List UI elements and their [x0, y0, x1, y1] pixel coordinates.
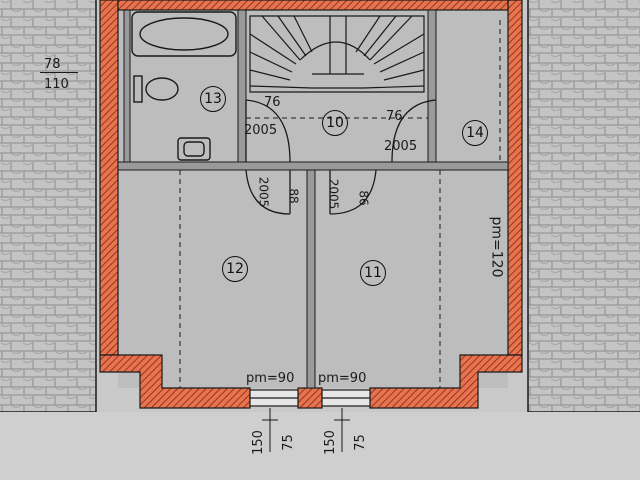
outside-height-label: 110	[44, 77, 69, 92]
roof-left	[0, 0, 96, 412]
dim-right-75: 75	[352, 434, 368, 451]
window-icon	[249, 389, 371, 407]
room-number-10: 10	[322, 110, 348, 136]
door-12-width: 88	[286, 188, 301, 204]
door-11-height: 2005	[326, 178, 341, 210]
dim-left-150: 150	[250, 430, 266, 455]
staircase-icon	[249, 15, 425, 93]
exterior-walls	[99, 0, 523, 409]
dimension-lines	[262, 408, 350, 452]
sink-icon	[177, 137, 211, 161]
bathtub-icon	[131, 11, 237, 57]
room-number-14: 14	[462, 120, 488, 146]
room-number-13: 13	[200, 86, 226, 112]
room-number-11: 11	[360, 260, 386, 286]
pm-window-left: pm=90	[246, 371, 295, 386]
outside-divider	[40, 72, 78, 73]
pm-right-label: pm=120	[488, 216, 505, 278]
door-10-right-height: 2005	[384, 139, 418, 154]
ground-area	[0, 412, 640, 480]
pm-window-right: pm=90	[318, 371, 367, 386]
room-number-12: 12	[222, 256, 248, 282]
dim-right-150: 150	[322, 430, 338, 455]
roof-right	[528, 0, 640, 412]
door-swing-icon	[245, 99, 437, 215]
door-12-height: 2005	[256, 176, 271, 208]
interior-walls	[117, 9, 509, 389]
door-10-right-width: 76	[386, 109, 403, 124]
door-10-left-height: 2005	[244, 123, 278, 138]
door-11-width: 86	[356, 190, 371, 206]
dim-left-75: 75	[280, 434, 296, 451]
toilet-icon	[133, 75, 179, 103]
outside-width-label: 78	[44, 57, 61, 72]
door-10-left-width: 76	[264, 95, 281, 110]
